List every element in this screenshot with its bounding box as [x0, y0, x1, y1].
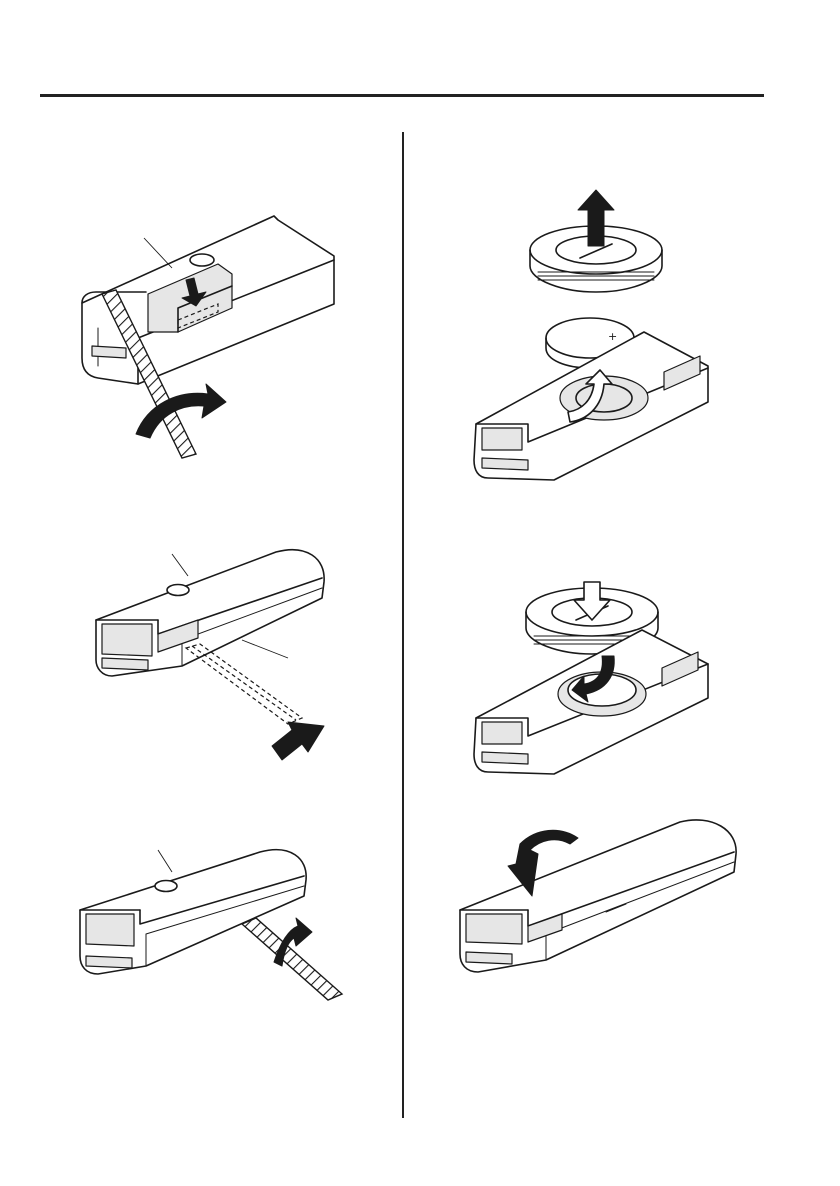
battery-plus-symbol: + — [608, 330, 617, 343]
key-fob-twist-tool-icon — [76, 846, 348, 1002]
key-fob-cover-slide-with-tool-icon — [92, 548, 344, 762]
fig-4-illustration: + — [468, 188, 728, 486]
header-rule — [40, 94, 764, 97]
column-divider — [402, 132, 404, 1118]
battery-cover-removal-and-battery-lift-icon: + — [468, 188, 728, 486]
key-fob-cover-close-icon — [456, 816, 742, 976]
key-fob-pry-open-with-screwdriver-icon — [78, 208, 340, 462]
fig-1-illustration — [78, 208, 340, 462]
fig-3-illustration — [76, 846, 348, 1002]
battery-insert-and-cover-press-icon — [468, 582, 726, 778]
fig-5-illustration — [468, 582, 726, 778]
fig-2-illustration — [92, 548, 344, 762]
fig-6-illustration — [456, 816, 742, 976]
